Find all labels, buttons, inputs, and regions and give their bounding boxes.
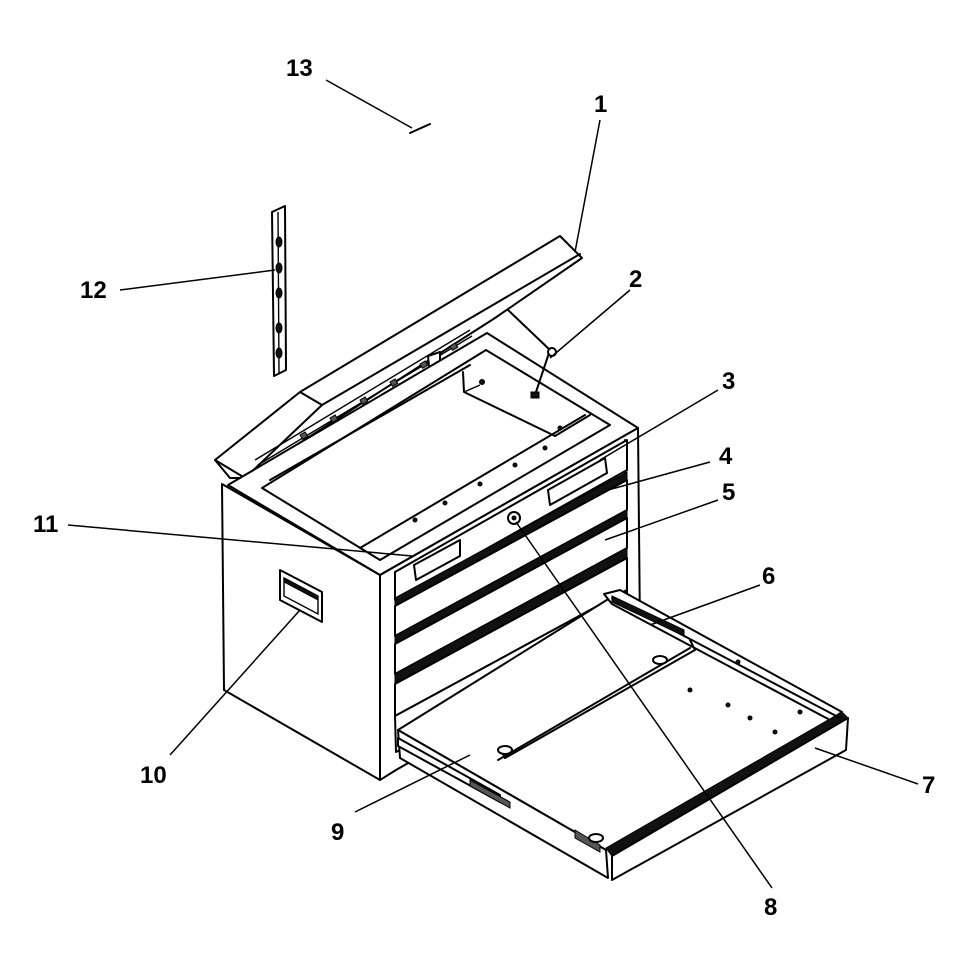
callout-10: 10 xyxy=(140,762,167,789)
callout-7: 7 xyxy=(922,772,935,799)
callout-6: 6 xyxy=(762,563,775,590)
part-12-hinge-strip xyxy=(271,205,287,377)
leader-1 xyxy=(574,119,601,253)
part-10-side-handle xyxy=(279,569,323,623)
callout-11: 11 xyxy=(33,511,58,538)
leader-11 xyxy=(67,524,413,557)
callout-labels: 13 1 12 2 3 4 5 11 6 10 7 9 8 xyxy=(33,55,935,921)
leader-12 xyxy=(119,269,276,291)
part-13-pin xyxy=(409,123,431,134)
part-3-upper-front-panel xyxy=(394,439,628,601)
callout-2: 2 xyxy=(629,266,642,293)
leader-5 xyxy=(604,499,719,541)
leader-7 xyxy=(814,747,919,785)
leader-13 xyxy=(325,79,413,129)
callout-3: 3 xyxy=(722,368,735,395)
callout-13: 13 xyxy=(286,55,313,82)
callout-5: 5 xyxy=(722,479,735,506)
part-8-lock xyxy=(507,511,521,525)
part-6-open-drawer xyxy=(394,589,849,881)
leader-8 xyxy=(515,521,773,889)
callout-9: 9 xyxy=(331,819,344,846)
leader-4 xyxy=(607,461,711,491)
callout-4: 4 xyxy=(719,443,733,470)
callout-8: 8 xyxy=(764,894,777,921)
callout-1: 1 xyxy=(594,91,607,118)
leader-6 xyxy=(649,584,761,626)
leader-9 xyxy=(354,754,471,813)
callout-12: 12 xyxy=(80,277,107,304)
leader-10 xyxy=(169,609,301,756)
leader-lines xyxy=(67,79,919,889)
part-5-drawer xyxy=(394,509,628,675)
lid-hinge-knuckles xyxy=(299,342,459,440)
leader-3 xyxy=(599,389,719,461)
part-11-name-badge xyxy=(413,539,461,581)
leader-2 xyxy=(549,289,631,359)
